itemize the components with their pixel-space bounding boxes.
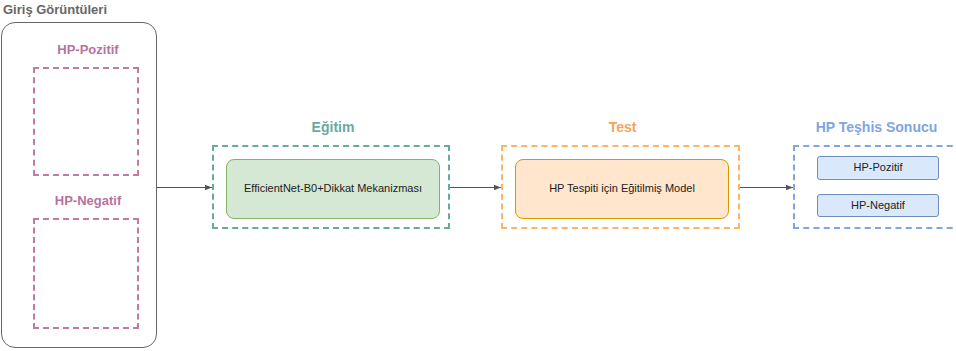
flow-arrow [450,187,501,188]
group-heading: Giriş Görüntüleri [3,2,107,17]
input-panel: Giriş GörüntüleriHP-PozitifHP-Negatif [1,22,157,348]
box-label: HP Tespiti için Eğitilmiş Model [549,182,695,195]
process-box: HP Tespiti için Eğitilmiş Model [515,159,729,219]
group-heading: Eğitim [214,119,452,135]
flow-arrow [157,187,212,188]
stage-group: TestHP Tespiti için Eğitilmiş Model [501,145,740,229]
result-group: HP Teşhis SonucuHP-PozitifHP-Negatif [793,145,956,229]
result-box: HP-Negatif [817,194,939,217]
box-label: HP-Pozitif [854,161,903,174]
box-label: HP-Negatif [851,199,905,212]
group-heading: HP Teşhis Sonucu [795,119,956,135]
group-heading: HP-Pozitif [35,42,141,57]
group-heading: Test [503,119,742,135]
process-box: EfficientNet-B0+Dikkat Mekanizması [226,159,440,219]
class-group: HP-Pozitif [33,67,139,176]
class-group: HP-Negatif [33,218,139,329]
stage-group: EğitimEfficientNet-B0+Dikkat Mekanizması [212,145,450,229]
box-label: EfficientNet-B0+Dikkat Mekanizması [244,182,422,195]
result-box: HP-Pozitif [817,156,939,180]
flow-arrow [740,187,793,188]
group-heading: HP-Negatif [35,193,141,208]
